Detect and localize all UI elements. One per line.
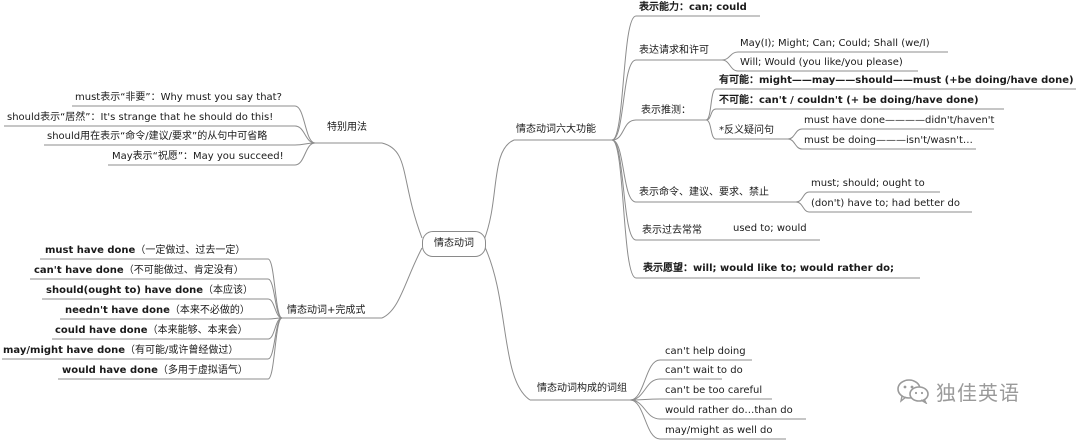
connector-phrase-item bbox=[629, 359, 661, 401]
connector-request bbox=[611, 59, 637, 141]
branch-title-special-usage: 特别用法 bbox=[327, 122, 367, 133]
request-item: Will; Would (you like/you please) bbox=[740, 57, 903, 68]
branch-title-perfect: 情态动词+完成式 bbox=[287, 305, 366, 316]
perfect-item-zh: （本来不必做的） bbox=[169, 305, 250, 316]
connector-perfect-item bbox=[267, 317, 283, 380]
perfect-item: would have done（多用于虚拟语气） bbox=[62, 364, 248, 378]
connector-special-item bbox=[294, 142, 316, 166]
perfect-item: needn't have done（本来不必做的） bbox=[65, 304, 250, 318]
perfect-item-zh: （多用于虚拟语气） bbox=[157, 365, 248, 376]
command-item: (don't) have to; had better do bbox=[811, 198, 960, 209]
command-item: must; should; ought to bbox=[811, 178, 925, 189]
tag-question-item: must be doing———isn't/wasn't… bbox=[804, 135, 973, 146]
connector-center-perfect bbox=[381, 247, 423, 319]
connector-center-functions bbox=[483, 139, 515, 241]
connector-wish bbox=[611, 139, 637, 279]
node-command-label: 表示命令、建议、要求、禁止 bbox=[639, 187, 769, 198]
connector-guess-item bbox=[705, 88, 717, 121]
special-usage-item: should用在表示“命令/建议/要求”的从句中可省略 bbox=[47, 131, 268, 142]
guess-possible: 有可能：might——may——should——must (+be doing/… bbox=[719, 75, 1074, 86]
perfect-item-en: must have done bbox=[45, 245, 136, 256]
node-ability: 表示能力：can; could bbox=[639, 1, 747, 15]
phrase-item: can't be too careful bbox=[665, 385, 763, 396]
guess-impossible: 不可能：can't / couldn't (+ be doing/have do… bbox=[719, 95, 979, 106]
perfect-item: could have done（本来能够、本来会） bbox=[55, 324, 248, 338]
center-label: 情态动词 bbox=[434, 238, 474, 249]
connector-guess-item bbox=[705, 119, 717, 140]
perfect-item: may/might have done（有可能/或许曾经做过） bbox=[3, 344, 238, 358]
request-item: May(I); Might; Can; Could; Shall (we/I) bbox=[740, 38, 930, 49]
connector-special-item bbox=[294, 105, 316, 144]
perfect-item: can't have done（不可能做过、肯定没有） bbox=[34, 264, 244, 278]
perfect-item-zh: （有可能/或许曾经做过） bbox=[125, 345, 239, 356]
node-guess-label: 表示推测： bbox=[641, 105, 691, 116]
special-usage-item: must表示“非要”：Why must you say that? bbox=[75, 92, 282, 103]
connector-guess-item bbox=[705, 108, 717, 121]
connector-ability bbox=[611, 15, 637, 141]
connector-center-special bbox=[381, 142, 423, 239]
tag-question-item: must have done————didn't/haven't bbox=[804, 115, 995, 126]
branch-title-functions: 情态动词六大功能 bbox=[516, 124, 596, 135]
perfect-item-zh: （不可能做过、肯定没有） bbox=[123, 265, 244, 276]
connector-request-item bbox=[721, 59, 739, 72]
watermark: 独佳英语 bbox=[896, 376, 1020, 406]
connector-phrase-item bbox=[629, 399, 661, 440]
node-ability-text: 表示能力：can; could bbox=[639, 2, 747, 13]
connector-tag-item bbox=[787, 128, 803, 140]
node-request-label: 表达请求和许可 bbox=[639, 45, 709, 56]
connector-request-item bbox=[721, 51, 739, 61]
perfect-item: must have done（一定做过、过去一定） bbox=[45, 244, 245, 258]
connector-perfect-item bbox=[267, 278, 283, 319]
connector-past-habit bbox=[611, 139, 637, 241]
perfect-item-en: needn't have done bbox=[65, 305, 170, 316]
connector-center-phrases bbox=[483, 244, 531, 401]
connector-guess bbox=[611, 119, 637, 141]
perfect-item: should(ought to) have done（本应该） bbox=[46, 284, 253, 298]
special-usage-item: should表示“居然”：It's strange that he should… bbox=[7, 112, 274, 123]
wechat-icon bbox=[897, 379, 929, 404]
phrase-item: would rather do…than do bbox=[665, 405, 793, 416]
phrase-item: can't wait to do bbox=[665, 365, 743, 376]
watermark-text: 独佳英语 bbox=[936, 380, 1020, 405]
connector-special-item bbox=[294, 125, 316, 144]
connector-phrase-item bbox=[629, 399, 661, 420]
connector-command bbox=[611, 139, 637, 203]
past-habit-value: used to; would bbox=[733, 223, 807, 234]
perfect-item-en: can't have done bbox=[34, 265, 124, 276]
phrase-item: can't help doing bbox=[665, 346, 746, 357]
phrase-item: may/might as well do bbox=[665, 425, 773, 436]
connector-phrase-item bbox=[629, 378, 661, 401]
perfect-item-en: could have done bbox=[55, 325, 148, 336]
node-tag-question-label: *反义疑问句 bbox=[719, 125, 774, 136]
perfect-item-en: would have done bbox=[62, 365, 158, 376]
perfect-item-zh: （本来能够、本来会） bbox=[147, 325, 248, 336]
connector-tag-item bbox=[787, 138, 803, 150]
special-usage-item: May表示“祝愿”：May you succeed! bbox=[112, 151, 284, 162]
node-wish: 表示愿望：will; would like to; would rather d… bbox=[643, 263, 895, 274]
connector-command-item bbox=[795, 201, 810, 213]
perfect-item-en: should(ought to) have done bbox=[46, 285, 204, 296]
perfect-item-zh: （一定做过、过去一定） bbox=[135, 245, 246, 256]
connector-perfect-item bbox=[267, 298, 283, 319]
perfect-item-zh: （本应该） bbox=[203, 285, 254, 296]
center-node: 情态动词 bbox=[422, 231, 486, 257]
connector-command-item bbox=[795, 191, 810, 203]
node-past-habit-label: 表示过去常常 bbox=[642, 225, 702, 236]
branch-title-phrases: 情态动词构成的词组 bbox=[537, 383, 627, 394]
perfect-item-en: may/might have done bbox=[3, 345, 125, 356]
